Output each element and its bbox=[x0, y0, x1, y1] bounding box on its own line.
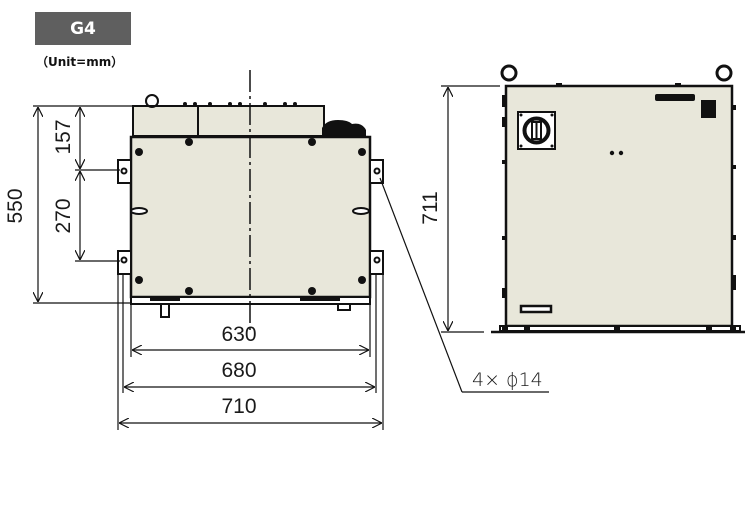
dim-side-height: 711 bbox=[419, 191, 442, 224]
dim-mount-spacing: 270 bbox=[52, 198, 75, 233]
bolt-icons bbox=[135, 138, 366, 295]
logo bbox=[655, 94, 695, 101]
cap-icon bbox=[145, 94, 159, 108]
connector-icon bbox=[322, 120, 366, 138]
eyebolt-icon bbox=[500, 64, 518, 82]
handle-icon bbox=[130, 207, 148, 215]
handle-icon bbox=[352, 207, 370, 215]
dim-top-to-mount: 157 bbox=[52, 119, 75, 154]
side-view: 711 bbox=[419, 64, 745, 334]
label-slot bbox=[519, 304, 553, 314]
mount-brackets bbox=[117, 159, 384, 275]
dim-mount-width: 680 bbox=[221, 359, 256, 382]
model-badge: G4 bbox=[35, 12, 131, 45]
dim-overall-width: 710 bbox=[221, 395, 256, 418]
dim-overall-height: 550 bbox=[4, 188, 27, 223]
rotary-switch-icon bbox=[517, 111, 556, 150]
indicator-icon bbox=[701, 100, 716, 118]
unit-label: （Unit=mm） bbox=[36, 55, 124, 69]
model-badge-label: G4 bbox=[70, 18, 96, 39]
eyebolt-icon bbox=[715, 64, 733, 82]
hole-callout: 4× ϕ14 bbox=[472, 369, 543, 391]
front-view: 550 157 270 630 680 710 bbox=[4, 70, 384, 430]
dim-body-width: 630 bbox=[221, 323, 256, 346]
